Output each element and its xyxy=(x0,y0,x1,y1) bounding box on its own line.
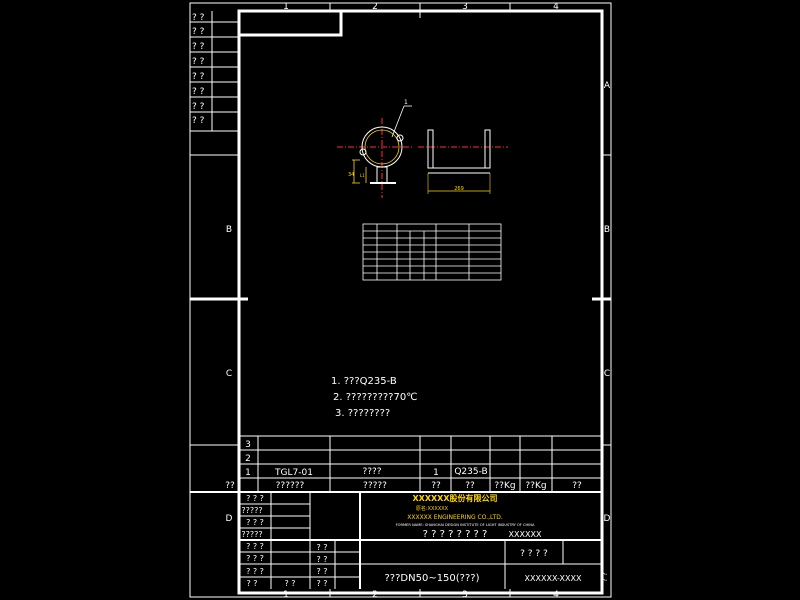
side-view: 1 34 L1 xyxy=(337,99,412,198)
bom-row-qty: 1 xyxy=(433,468,439,478)
dim-left-text: 34 xyxy=(348,172,354,178)
strip-label: ? ? xyxy=(192,42,205,52)
front-dim-text: 269 xyxy=(454,186,464,192)
tb-label: ? ? ? xyxy=(246,567,264,576)
zone-top-1: 1 xyxy=(283,2,289,12)
bom-row-no: 1 xyxy=(245,468,251,478)
bom-header-name: ????? xyxy=(363,481,387,491)
strip-label: ? ? xyxy=(192,72,205,82)
strip-label: ? ? xyxy=(192,102,205,112)
drawing-number: XXXXXX-XXXX xyxy=(525,574,582,583)
tb-mid-label: ? ? xyxy=(316,567,327,576)
company-name-cn: XXXXXX股份有限公司 xyxy=(412,493,497,503)
zone-right-a: A xyxy=(604,81,611,91)
front-view: 269 xyxy=(418,129,508,194)
tb-label: ????? xyxy=(241,506,262,515)
zone-bottom-2: 2 xyxy=(372,590,378,600)
bom-header-material: ?? xyxy=(465,481,475,491)
tb-mid-label: ? ? xyxy=(316,555,327,564)
strip-label: ? ? xyxy=(192,116,205,126)
bom-header-weight-total: ??Kg xyxy=(525,481,546,491)
tb-label: ? ? ? xyxy=(246,542,264,551)
bom-header-weight-unit: ??Kg xyxy=(494,481,515,491)
bill-of-materials: 3 2 1 TGL7-01 ???? 1 Q235-B ?? ?????? ??… xyxy=(190,435,602,493)
dim-left2-text: L1 xyxy=(360,173,365,178)
company-former-name: 原名:XXXXXX xyxy=(416,505,449,512)
zone-left-b: B xyxy=(226,225,232,235)
tb-label: ? ? ? xyxy=(246,554,264,563)
zone-right-c: C xyxy=(604,369,610,379)
zone-left-d: D xyxy=(226,514,233,524)
bolt-left xyxy=(359,148,367,156)
drawing-title: ???DN50~150(???) xyxy=(384,573,479,584)
company-name-en: XXXXXX ENGINEERING CO.,LTD. xyxy=(407,514,503,521)
front-leg-right xyxy=(484,129,491,169)
bom-header-no: ?? xyxy=(225,481,235,491)
zone-right-d: D xyxy=(604,514,611,524)
zone-ticks xyxy=(190,3,611,597)
callout-number: 1 xyxy=(404,99,408,106)
zone-bottom-1: 1 xyxy=(283,590,289,600)
note-1: 1. ???Q235-B xyxy=(331,376,397,387)
tb-label: ? ? ? xyxy=(246,494,264,503)
project-label: ? ? ? ? ? ? ? ? xyxy=(423,529,488,540)
zone-top-4: 4 xyxy=(553,2,559,12)
side-label: ? ? xyxy=(601,572,609,582)
tb-label-extra: ? ? xyxy=(284,579,295,588)
strip-label: ? ? xyxy=(192,27,205,37)
zone-bottom-3: 3 xyxy=(462,590,468,600)
front-leg-left xyxy=(427,129,434,169)
zone-bottom-4: 4 xyxy=(553,590,559,600)
stage-label: ? ? ? ? xyxy=(520,549,548,559)
size-table xyxy=(362,223,502,281)
zone-right-b: B xyxy=(604,225,610,235)
project-code: XXXXXX xyxy=(509,530,542,539)
bolt-right xyxy=(396,134,404,142)
zone-left-c: C xyxy=(226,369,232,379)
tb-label: ????? xyxy=(241,530,262,539)
corner-notch xyxy=(239,11,343,37)
left-strip: ? ? ? ? ? ? ? ? ? ? ? ? ? ? ? ? xyxy=(190,11,239,132)
tb-label: ? ? xyxy=(246,579,257,588)
bom-row-code: TGL7-01 xyxy=(274,468,313,478)
bom-row-name: ???? xyxy=(362,467,381,477)
bom-row-no: 3 xyxy=(245,440,251,450)
callout-leader xyxy=(391,105,405,138)
clamp-inner-circle xyxy=(364,129,400,165)
tb-mid-label: ? ? xyxy=(316,543,327,552)
bom-row-material: Q235-B xyxy=(454,467,487,477)
strip-label: ? ? xyxy=(192,57,205,67)
strip-label: ? ? xyxy=(192,13,205,23)
zone-top-3: 3 xyxy=(462,2,468,12)
zone-top-2: 2 xyxy=(372,2,378,12)
note-2: 2. ?????????70℃ xyxy=(333,392,417,403)
bom-row-no: 2 xyxy=(245,454,251,464)
company-former-name-en: FORMER NAME: SHANGHAI DESIGN INSTITUTE O… xyxy=(396,523,535,527)
tb-label: ? ? ? xyxy=(246,518,264,527)
note-3: 3. ???????? xyxy=(335,408,390,419)
title-block: ? ? ? ????? ? ? ? ????? ? ? ? ? ? ? ? ? … xyxy=(239,492,609,589)
tb-mid-label: ? ? xyxy=(316,579,327,588)
bom-header-qty: ?? xyxy=(431,481,441,491)
strip-label: ? ? xyxy=(192,87,205,97)
bom-header-code: ?????? xyxy=(276,481,305,491)
bom-header-remark: ?? xyxy=(572,481,582,491)
